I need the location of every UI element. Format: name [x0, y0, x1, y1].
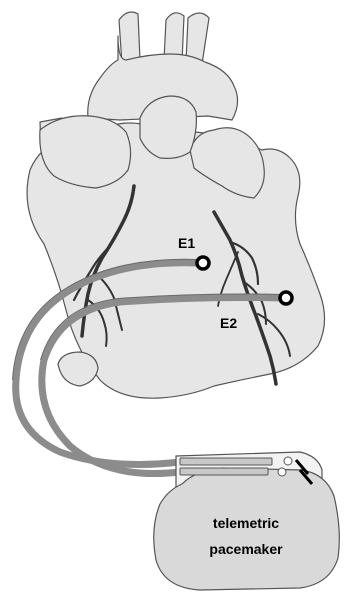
- electrode-e1: [197, 257, 209, 269]
- aortic-branch-left: [119, 12, 140, 64]
- connector-2: [180, 468, 268, 475]
- electrode-e2: [280, 292, 292, 304]
- label-e1: E1: [178, 235, 195, 251]
- pacemaker-label-line2: pacemaker: [209, 541, 283, 557]
- label-e2: E2: [220, 315, 237, 331]
- pulmonary-trunk: [140, 96, 196, 158]
- connector-1: [180, 458, 272, 465]
- set-screw-1: [284, 457, 292, 465]
- inferior-vessel: [58, 352, 98, 386]
- set-screw-2: [278, 468, 286, 476]
- pacemaker-label-line1: telemetric: [213, 515, 279, 531]
- pacemaker: telemetric pacemaker: [154, 452, 340, 590]
- heart: [27, 12, 324, 398]
